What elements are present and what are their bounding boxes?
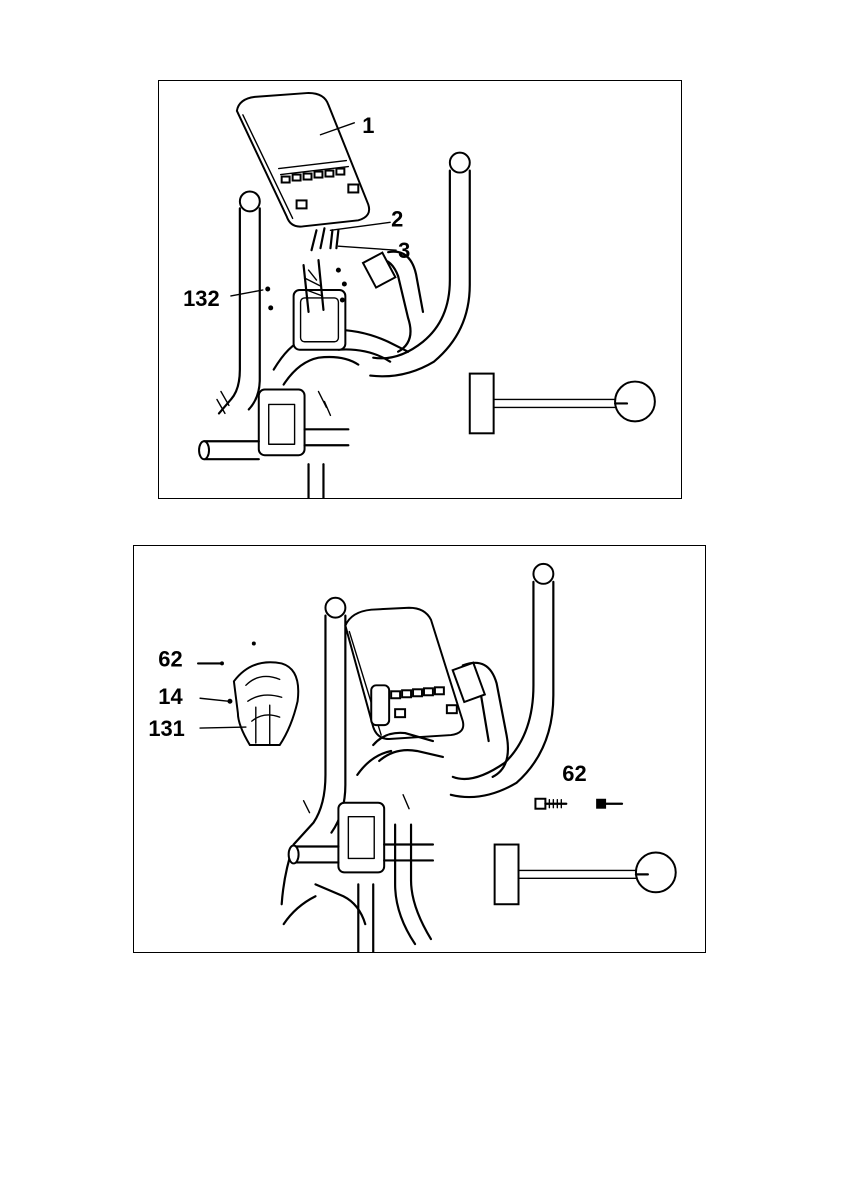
callout-label-62-screws: 62: [562, 761, 586, 786]
screw-62-left: [535, 799, 566, 809]
wrench-tool-drawing: [470, 374, 655, 434]
callout-label-62: 62: [158, 646, 182, 671]
console-assembly-drawing: 1 2 3 132: [159, 81, 681, 498]
console-cover-drawing: [234, 642, 298, 745]
wrench-tool-drawing: [495, 845, 676, 905]
screw-62-right: [596, 799, 622, 809]
callout-label-131: 131: [148, 716, 185, 741]
callout-label-132: 132: [183, 286, 220, 311]
grip-arc-drawing: [363, 252, 423, 352]
left-handlebar-drawing: [219, 191, 260, 413]
pivot-base-drawing: [199, 390, 348, 498]
assembly-figure-cover: 62 14 131 62: [133, 545, 706, 953]
callout-label-14: 14: [158, 684, 183, 709]
cover-assembly-drawing: 62 14 131 62: [134, 546, 705, 952]
pivot-base-drawing: [284, 795, 433, 952]
assembly-figure-console: 1 2 3 132: [158, 80, 682, 499]
console-drawing: [345, 608, 463, 739]
callout-label-3: 3: [398, 238, 410, 263]
callout-label-2: 2: [391, 206, 403, 231]
callout-label-1: 1: [362, 113, 374, 138]
